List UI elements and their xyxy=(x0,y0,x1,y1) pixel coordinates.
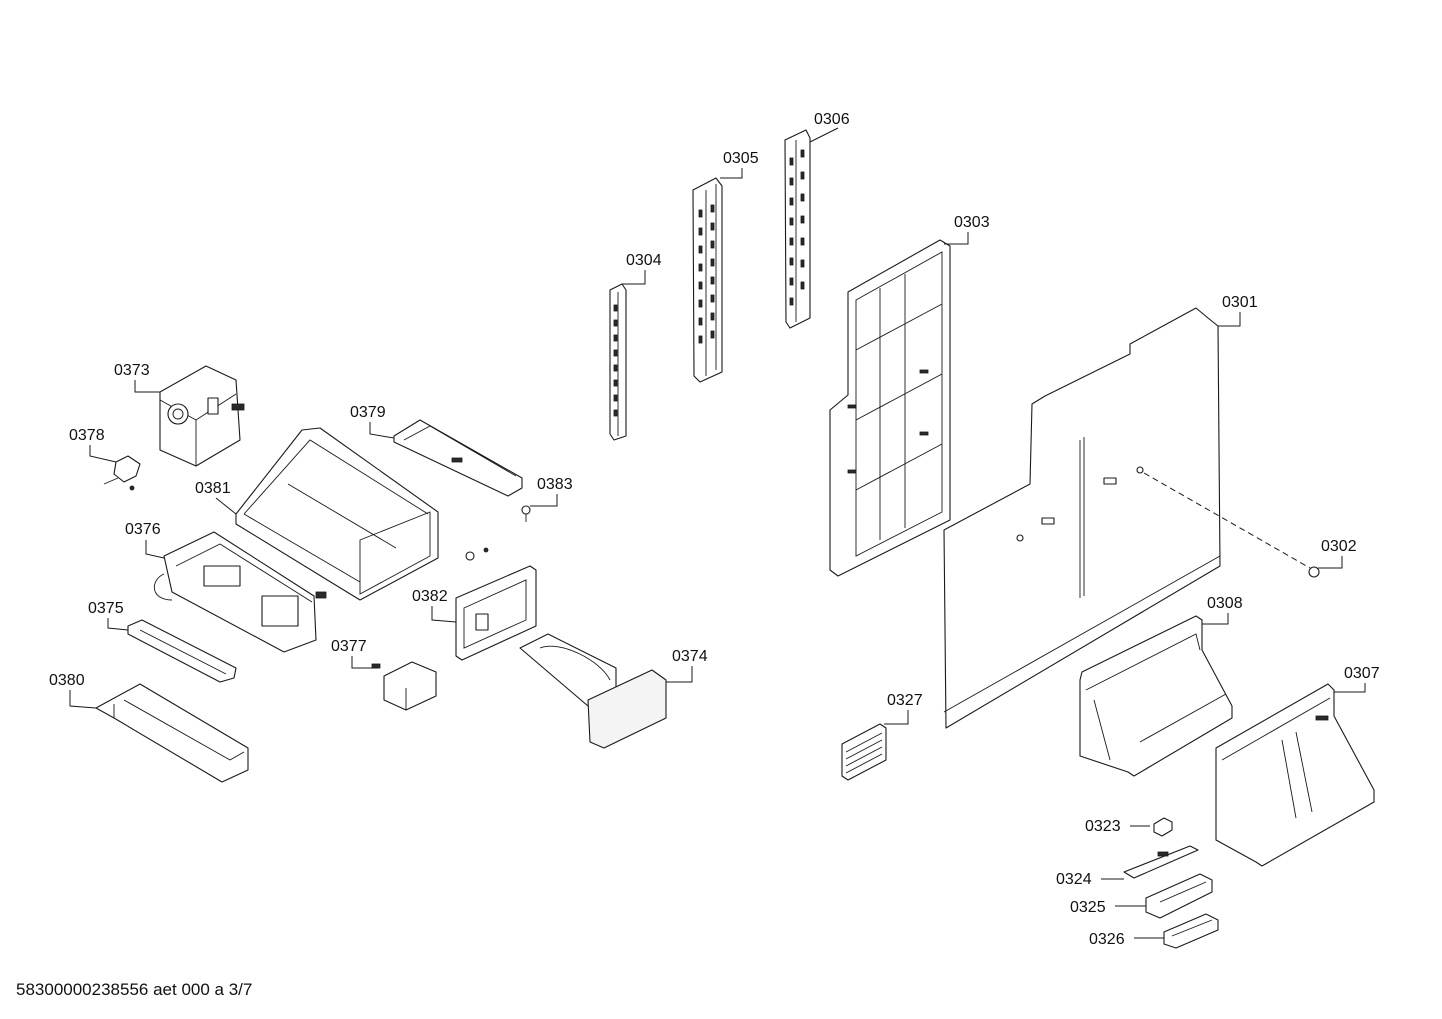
callout-0303: 0303 xyxy=(954,214,990,231)
callout-0378: 0378 xyxy=(69,427,105,444)
part-0381-frame xyxy=(235,427,439,601)
callout-0307: 0307 xyxy=(1344,665,1380,682)
part-0378-valve xyxy=(103,455,141,491)
part-0306-rail xyxy=(784,129,811,329)
callout-0377: 0377 xyxy=(331,638,367,655)
part-0377-module xyxy=(371,661,437,711)
callout-0308: 0308 xyxy=(1207,595,1243,612)
callout-0379: 0379 xyxy=(350,404,386,421)
part-0379-bracket xyxy=(393,419,523,497)
callout-0375: 0375 xyxy=(88,600,124,617)
part-0305-rail xyxy=(692,177,723,383)
callout-0306: 0306 xyxy=(814,111,850,128)
part-0374-drawer xyxy=(519,633,667,749)
part-0324-holder xyxy=(1123,845,1199,879)
part-0302-plug xyxy=(1143,472,1320,578)
part-0308-bracket xyxy=(1079,615,1233,777)
callout-0374: 0374 xyxy=(672,648,708,665)
part-0304-rail xyxy=(609,283,627,441)
callout-0325: 0325 xyxy=(1070,899,1106,916)
callout-0302: 0302 xyxy=(1321,538,1357,555)
part-0375-rail xyxy=(127,619,237,683)
callout-0376: 0376 xyxy=(125,521,161,538)
part-0303-rear-panel xyxy=(829,239,951,577)
callout-0381: 0381 xyxy=(195,480,231,497)
callout-0326: 0326 xyxy=(1089,931,1125,948)
callout-0324: 0324 xyxy=(1056,871,1092,888)
part-0380-tray xyxy=(95,683,249,783)
part-0376-assembly xyxy=(154,531,327,653)
callout-labels: 0306 0305 0304 0303 0301 0302 0308 0307 … xyxy=(49,111,1380,948)
part-0307-bracket xyxy=(1215,683,1375,867)
callout-0327: 0327 xyxy=(887,692,923,709)
part-0383-screw xyxy=(521,505,531,522)
callout-0382: 0382 xyxy=(412,588,448,605)
document-id: 58300000238556 aet 000 a 3/7 xyxy=(16,980,253,999)
part-fasteners xyxy=(465,547,489,561)
part-0325-holder xyxy=(1145,873,1213,919)
callout-0373: 0373 xyxy=(114,362,150,379)
part-0301-back-sheet xyxy=(943,307,1221,729)
part-0382-plate xyxy=(455,565,537,661)
callout-0305: 0305 xyxy=(723,150,759,167)
callout-0323: 0323 xyxy=(1085,818,1121,835)
part-0373-housing xyxy=(159,365,245,467)
leader-lines xyxy=(69,127,1366,939)
part-0326-cap xyxy=(1163,913,1219,949)
callout-0383: 0383 xyxy=(537,476,573,493)
part-0327-grille xyxy=(841,723,887,781)
callout-0301: 0301 xyxy=(1222,294,1258,311)
part-0323-clip xyxy=(1153,817,1173,837)
callout-0304: 0304 xyxy=(626,252,662,269)
callout-0380: 0380 xyxy=(49,672,85,689)
